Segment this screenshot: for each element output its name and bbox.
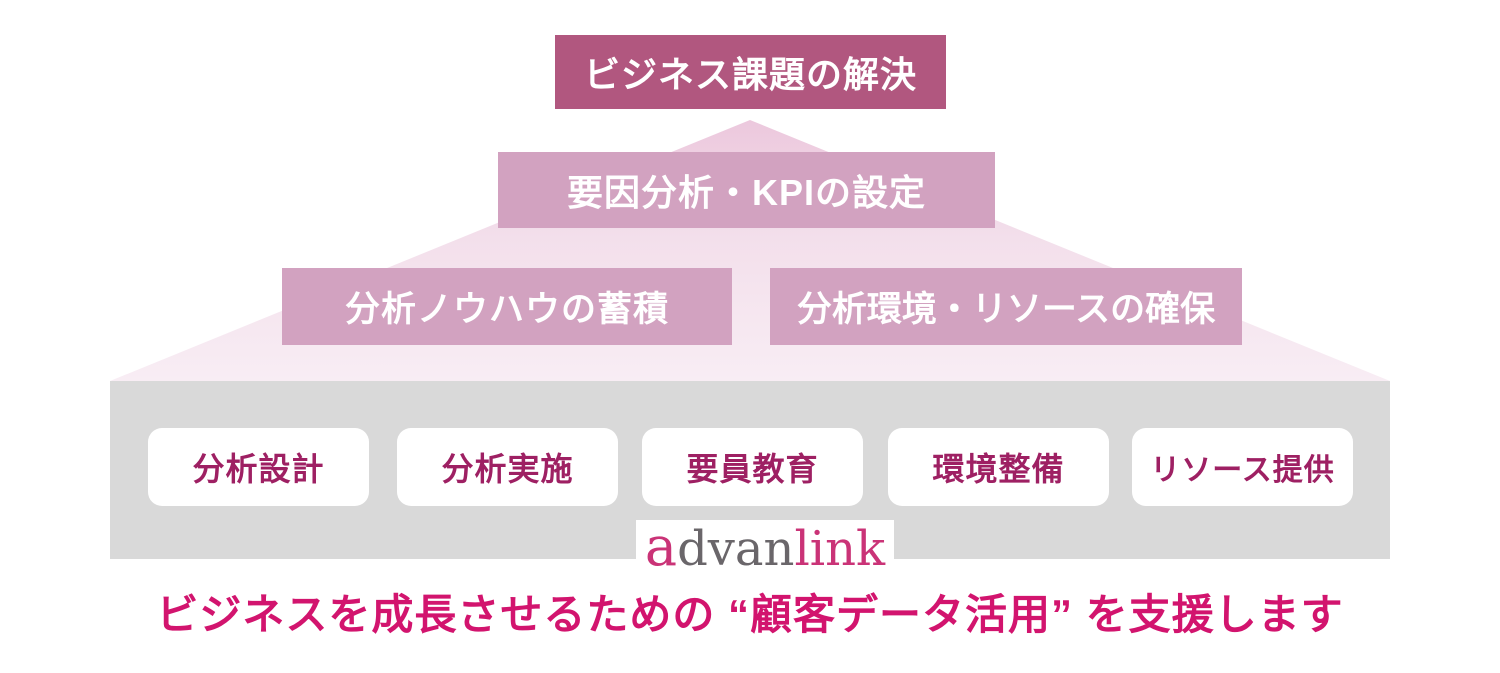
pyramid-level-1-business-goal: ビジネス課題の解決 [555,35,946,109]
foundation-card-staff-training: 要員教育 [642,428,863,506]
advanlink-logo-text: advanlink [645,519,886,578]
pyramid-level-3-resources: 分析環境・リソースの確保 [770,268,1242,345]
logo-segment-a: a [644,515,678,578]
logo-segment-dvan: dvan [677,521,795,577]
foundation-card-label: 要員教育 [686,451,819,487]
foundation-card-label: 分析設計 [192,451,325,487]
foundation-card-analysis-design: 分析設計 [148,428,369,506]
foundation-card-environment-setup: 環境整備 [888,428,1109,506]
foundation-card-analysis-execution: 分析実施 [397,428,618,506]
foundation-bar: 分析設計 分析実施 要員教育 環境整備 リソース提供 [110,381,1390,559]
pyramid-level-2-kpi: 要因分析・KPIの設定 [498,152,995,228]
advanlink-logo: advanlink [636,519,894,578]
foundation-card-label: 環境整備 [932,451,1065,487]
pyramid-level-3-left-label: 分析ノウハウの蓄積 [344,290,669,329]
pyramid-level-3-right-label: 分析環境・リソースの確保 [796,290,1216,329]
pyramid-level-2-label: 要因分析・KPIの設定 [566,172,926,213]
foundation-card-resource-provision: リソース提供 [1132,428,1353,506]
foundation-card-label: 分析実施 [441,451,574,487]
foundation-card-label: リソース提供 [1150,454,1335,487]
pyramid-level-1-label: ビジネス課題の解決 [583,54,917,95]
pyramid-level-3-knowhow: 分析ノウハウの蓄積 [282,268,732,345]
logo-segment-link: link [794,521,886,577]
tagline: ビジネスを成長させるための “顧客データ活用” を支援します [156,591,1344,638]
